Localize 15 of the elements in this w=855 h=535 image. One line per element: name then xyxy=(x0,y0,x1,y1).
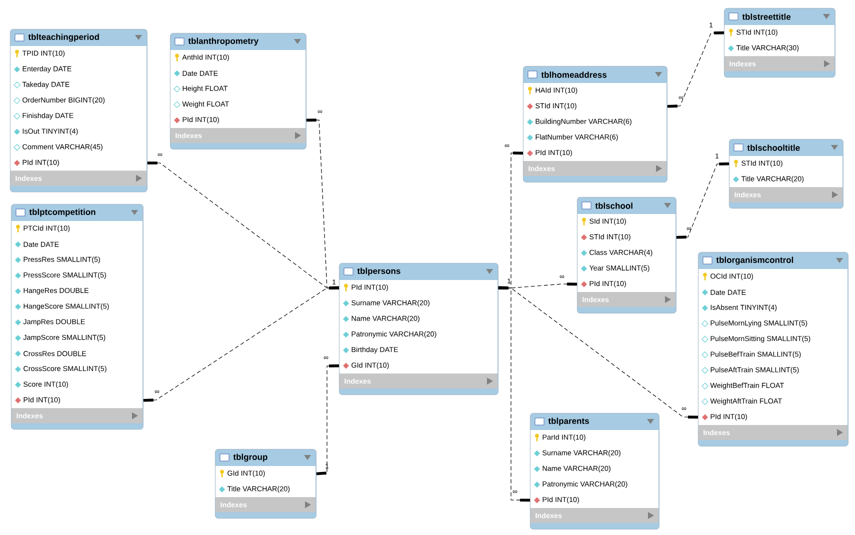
relationship-line xyxy=(667,31,724,108)
relationship-line xyxy=(676,162,730,239)
table-title: tblschool xyxy=(595,202,632,209)
table-title: tblstreettitle xyxy=(742,14,791,20)
relationship-line xyxy=(143,286,340,402)
table-title: tblorganismcontrol xyxy=(716,256,794,265)
relationship-line xyxy=(316,364,340,476)
table-title: tblgroup xyxy=(233,454,268,462)
table-title: tblschooltitle xyxy=(747,144,800,151)
table-title: tblparents xyxy=(548,418,589,426)
table-title: tblteachingperiod xyxy=(28,34,99,42)
table-title: tblptcompetition xyxy=(29,208,96,217)
table-title: tblhomeaddress xyxy=(541,72,606,78)
table-title: tblpersons xyxy=(357,268,400,276)
table-title: tblanthropometry xyxy=(188,38,259,46)
